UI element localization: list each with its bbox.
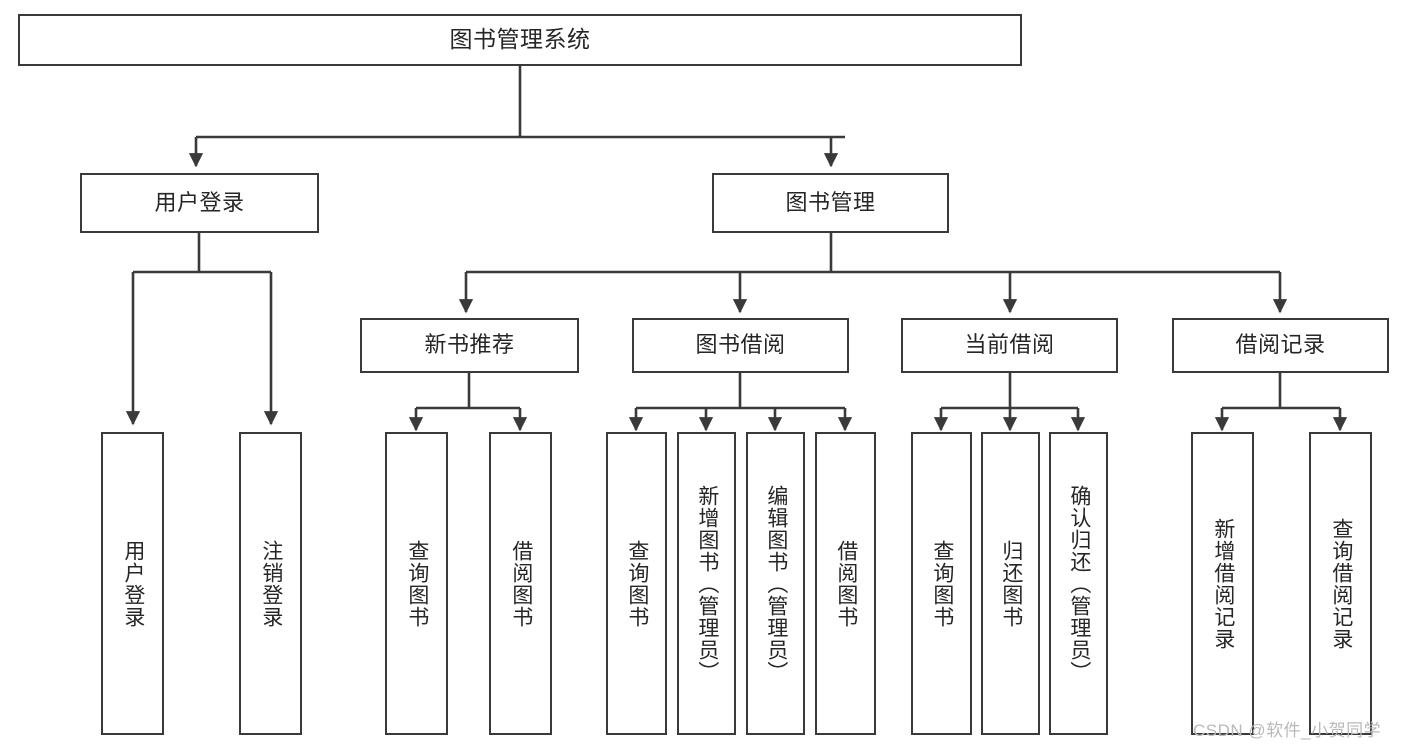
- node-label: 当前借阅: [964, 332, 1055, 358]
- node-label: 图书管理: [785, 189, 876, 215]
- node-user-login[interactable]: 用户登录: [80, 173, 319, 233]
- node-label: 新增图书（管理员）: [695, 484, 719, 683]
- leaf-borrow-book[interactable]: 借阅图书: [815, 432, 876, 735]
- node-label: 新增借阅记录: [1211, 517, 1235, 650]
- leaf-borrow-book-recommend[interactable]: 借阅图书: [489, 432, 552, 735]
- node-book-management[interactable]: 图书管理: [712, 173, 949, 233]
- node-book-borrow[interactable]: 图书借阅: [632, 318, 849, 373]
- csdn-watermark: CSDN @软件_小贺同学: [1193, 716, 1381, 741]
- leaf-query-book-recommend[interactable]: 查询图书: [385, 432, 448, 735]
- leaf-return-book[interactable]: 归还图书: [981, 432, 1040, 735]
- leaf-query-book-current[interactable]: 查询图书: [911, 432, 972, 735]
- node-label: 查询图书: [405, 539, 429, 628]
- node-label: 查询借阅记录: [1329, 517, 1353, 650]
- node-label: 查询图书: [930, 539, 954, 628]
- node-label: 借阅图书: [509, 539, 533, 628]
- leaf-query-book-borrow[interactable]: 查询图书: [606, 432, 667, 735]
- leaf-add-book-admin[interactable]: 新增图书（管理员）: [677, 432, 736, 735]
- node-label: 查询图书: [625, 539, 649, 628]
- leaf-user-login[interactable]: 用户登录: [101, 432, 164, 735]
- node-root-book-management-system[interactable]: 图书管理系统: [18, 14, 1022, 66]
- node-label: 新书推荐: [424, 332, 515, 358]
- node-current-borrow[interactable]: 当前借阅: [901, 318, 1118, 373]
- node-label: 注销登录: [259, 539, 283, 628]
- leaf-logout-login[interactable]: 注销登录: [239, 432, 302, 735]
- leaf-edit-book-admin[interactable]: 编辑图书（管理员）: [746, 432, 805, 735]
- node-label: 用户登录: [121, 539, 145, 628]
- node-label: 借阅记录: [1235, 332, 1326, 358]
- node-label: 确认归还（管理员）: [1067, 484, 1091, 683]
- node-label: 借阅图书: [834, 539, 858, 628]
- node-label: 归还图书: [999, 539, 1023, 628]
- node-label: 图书借阅: [695, 332, 786, 358]
- node-label: 编辑图书（管理员）: [764, 484, 788, 683]
- node-new-book-recommend[interactable]: 新书推荐: [360, 318, 579, 373]
- leaf-confirm-return-admin[interactable]: 确认归还（管理员）: [1049, 432, 1108, 735]
- leaf-query-borrow-record[interactable]: 查询借阅记录: [1309, 432, 1372, 735]
- watermark-text: CSDN @软件_小贺同学: [1193, 721, 1382, 740]
- leaf-add-borrow-record[interactable]: 新增借阅记录: [1191, 432, 1254, 735]
- node-borrow-record[interactable]: 借阅记录: [1172, 318, 1389, 373]
- node-label: 用户登录: [154, 189, 245, 215]
- node-label: 图书管理系统: [449, 26, 591, 53]
